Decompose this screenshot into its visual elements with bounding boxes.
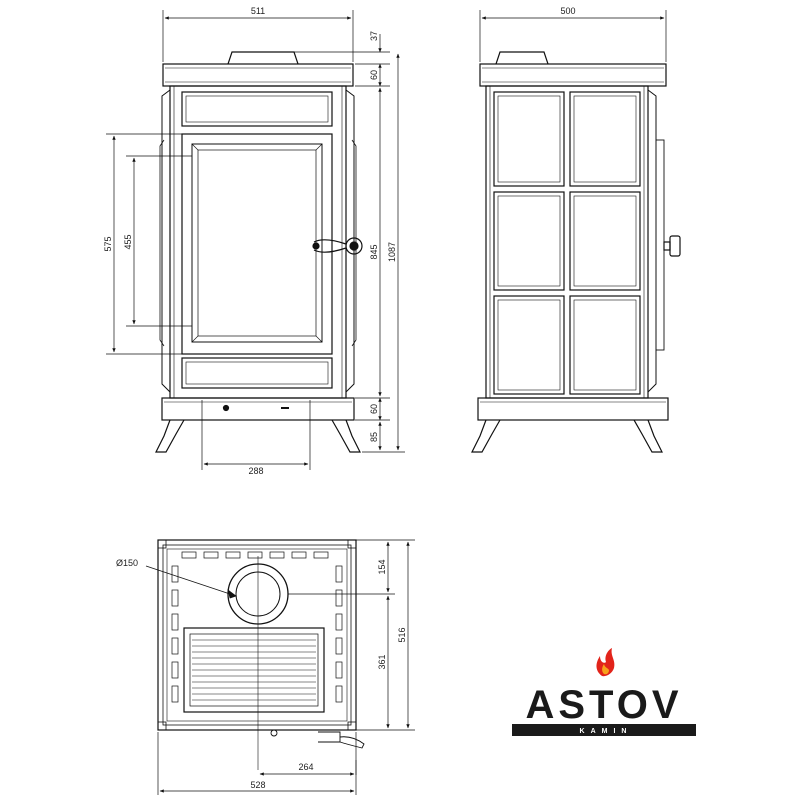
dim-flue-offset: 154 [377, 559, 387, 574]
dim-door-width: 288 [248, 466, 263, 476]
logo-name: ASTOV [525, 683, 682, 727]
dim-flue-to-back: 361 [377, 654, 387, 669]
front-dimension-labels: 511 288 37 60 845 60 85 1087 575 455 [103, 6, 397, 476]
top-view [157, 539, 365, 770]
dim-lower-band: 60 [369, 404, 379, 414]
dim-flue-center-x: 264 [298, 762, 313, 772]
knob-icon [663, 235, 681, 257]
dim-top-band: 60 [369, 70, 379, 80]
dim-top-offset: 37 [369, 31, 379, 41]
dim-door-outer-height: 575 [103, 236, 113, 251]
dim-top-depth: 516 [397, 627, 407, 642]
logo-tagline: KAMIN [580, 728, 633, 735]
top-dimension-labels: Ø150 154 361 516 264 528 [116, 558, 407, 790]
dim-top-width: 528 [250, 780, 265, 790]
flame-icon [596, 648, 615, 677]
logo-tagline-bar [512, 724, 696, 736]
dim-overall-width: 511 [251, 6, 265, 16]
front-view [155, 51, 361, 453]
dim-flue-diameter: Ø150 [116, 558, 138, 568]
dim-door-section: 845 [369, 244, 379, 259]
top-dimensions [145, 539, 415, 795]
dim-side-depth: 500 [560, 6, 575, 16]
dim-door-inner-height: 455 [123, 234, 133, 249]
brand-logo: ASTOV KAMIN [512, 648, 696, 736]
dim-overall-height: 1087 [387, 242, 397, 262]
dim-leg-height: 85 [369, 432, 379, 442]
side-dimensions [479, 10, 667, 62]
side-view [471, 51, 669, 453]
door-handle-icon [312, 237, 363, 255]
front-dimensions [106, 10, 405, 470]
